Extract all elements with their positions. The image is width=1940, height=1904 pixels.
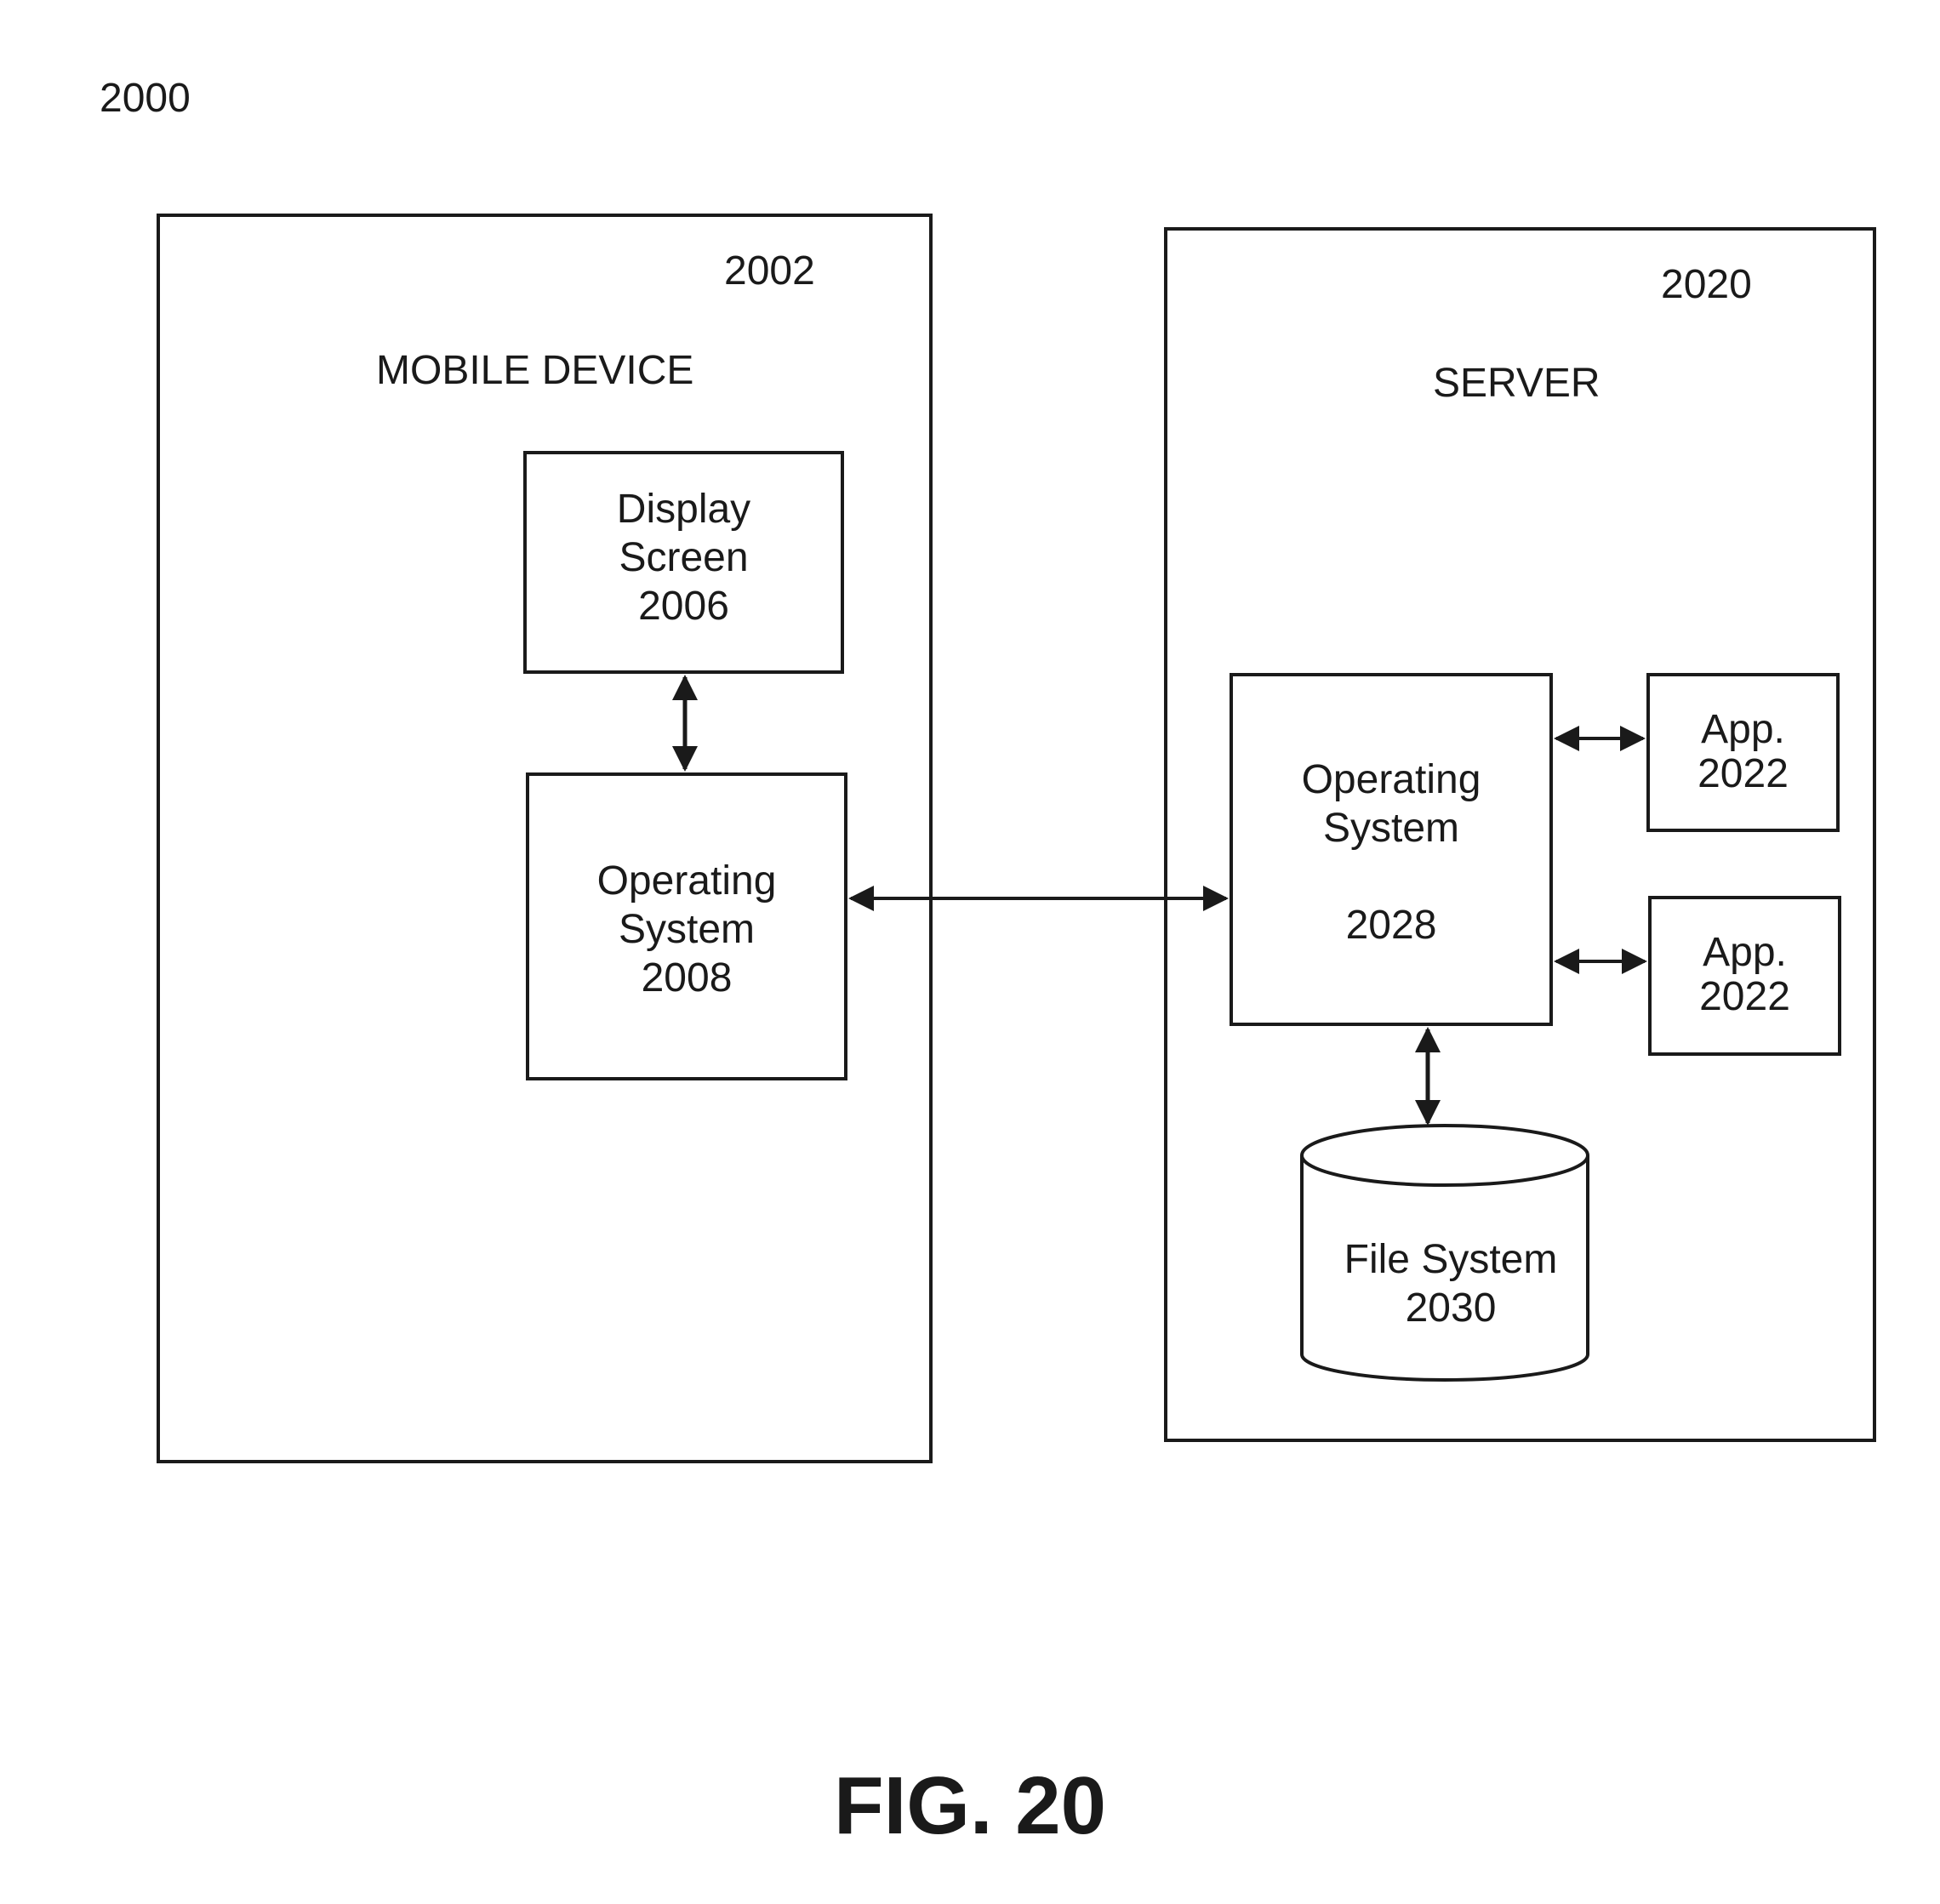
figure-caption: FIG. 20	[0, 1765, 1940, 1847]
file-system-label: File System 2030	[1302, 1235, 1600, 1332]
